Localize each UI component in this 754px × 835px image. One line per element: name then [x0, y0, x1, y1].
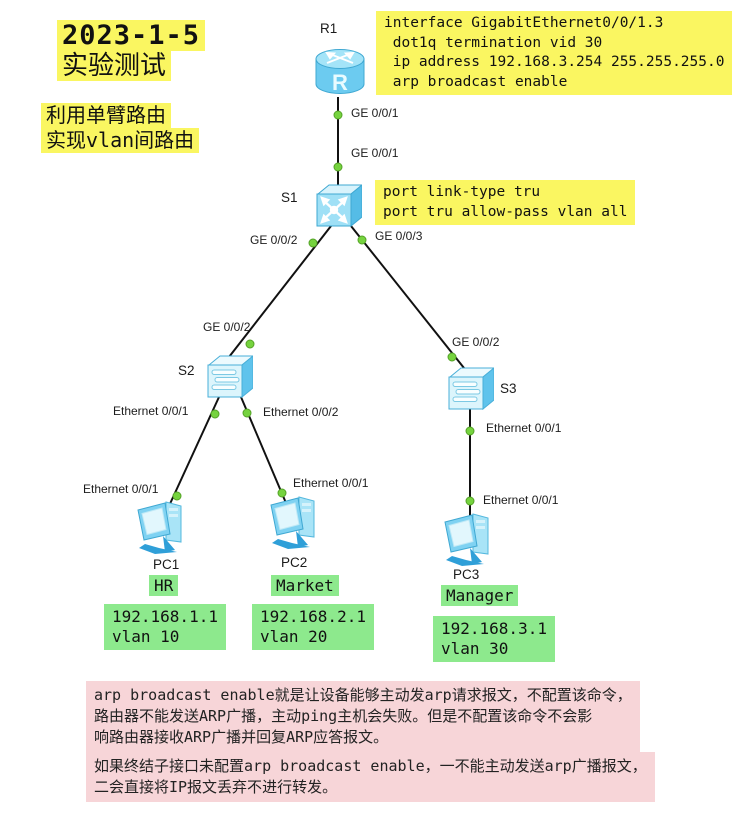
arp-note-line: 响路由器接收ARP广播并回复ARP应答报文。: [94, 728, 389, 746]
port-label-s1-ge003: GE 0/0/3: [375, 229, 423, 243]
title-date: 2023-1-5: [57, 20, 206, 51]
router-config-line: ip address 192.168.3.254 255.255.255.0: [384, 54, 725, 70]
router-config-line: dot1q termination vid 30: [384, 34, 603, 51]
switch3-label: S3: [500, 381, 517, 396]
arp-note-line: 路由器不能发送ARP广播，主动ping主机会失败。但是不配置该命令不会影: [94, 707, 593, 725]
port-label-s1-ge001: GE 0/0/1: [351, 146, 399, 160]
vlan-id: vlan 20: [260, 627, 328, 646]
switch1-label: S1: [281, 190, 298, 205]
port-dot: [447, 352, 457, 362]
port-dot: [357, 235, 367, 245]
port-dot: [277, 488, 287, 498]
port-dot: [172, 491, 182, 501]
subtitle-line1: 利用单臂路由: [41, 103, 171, 128]
switch-config-line: port tru allow-pass vlan all: [383, 203, 628, 220]
vlan-id: vlan 10: [112, 627, 180, 646]
pc3-icon[interactable]: [442, 510, 494, 568]
pc1-icon[interactable]: [135, 498, 187, 556]
port-label-pc1-eth: Ethernet 0/0/1: [83, 482, 159, 496]
port-label-s2-eth1: Ethernet 0/0/1: [113, 404, 189, 418]
switch-config-line: port link-type tru: [383, 184, 541, 200]
router-label: R1: [320, 21, 338, 36]
port-label-s1-ge002: GE 0/0/2: [250, 233, 298, 247]
ip-address: 192.168.2.1: [260, 607, 366, 626]
port-label-s2-uplink: GE 0/0/2: [203, 320, 251, 334]
subif-note-line: 二会直接将IP报文丢弃不进行转发。: [94, 778, 338, 796]
svg-text:R: R: [332, 70, 348, 95]
arp-broadcast-note: arp broadcast enable就是让设备能够主动发arp请求报文，不配…: [86, 681, 640, 752]
vlan-badge-manager: Manager: [441, 585, 519, 606]
switch2-label: S2: [178, 363, 195, 378]
vlan-badge-market: Market: [271, 575, 339, 596]
port-dot: [245, 339, 255, 349]
subtitle-line2: 实现vlan间路由: [41, 128, 200, 153]
port-dot: [308, 238, 318, 248]
link-s1-s2: [228, 225, 332, 358]
ip-box-pc1: 192.168.1.1 vlan 10: [104, 604, 226, 650]
pc1-label: PC1: [153, 557, 180, 572]
ip-box-pc3: 192.168.3.1 vlan 30: [433, 616, 555, 662]
subinterface-note: 如果终结子接口未配置arp broadcast enable，一不能主动发送ar…: [86, 752, 655, 802]
title-text: 实验测试: [57, 51, 172, 81]
port-dot: [333, 162, 343, 172]
router-config-line: arp broadcast enable: [384, 73, 568, 90]
router-config-note: interface GigabitEthernet0/0/1.3 dot1q t…: [376, 11, 733, 95]
pc3-label: PC3: [453, 567, 480, 582]
port-dot: [333, 110, 343, 120]
port-dot: [210, 409, 220, 419]
title-block: 2023-1-5 实验测试: [57, 20, 206, 81]
port-dot: [465, 496, 475, 506]
port-dot: [465, 426, 475, 436]
port-dot: [242, 408, 252, 418]
subif-note-line: 如果终结子接口未配置arp broadcast enable，一不能主动发送ar…: [94, 757, 647, 775]
port-label-s2-eth2: Ethernet 0/0/2: [263, 405, 339, 419]
port-label-r1-ge001: GE 0/0/1: [351, 106, 399, 120]
router-config-line: interface GigabitEthernet0/0/1.3: [384, 15, 664, 31]
switch-config-note: port link-type tru port tru allow-pass v…: [375, 180, 636, 225]
link-s1-s3: [350, 225, 465, 369]
switch3-icon[interactable]: [448, 366, 494, 410]
router-icon[interactable]: R: [314, 46, 366, 98]
pc2-label: PC2: [281, 555, 308, 570]
port-label-s3-eth1: Ethernet 0/0/1: [486, 421, 562, 435]
switch2-icon[interactable]: [207, 354, 253, 398]
subtitle-block: 利用单臂路由 实现vlan间路由: [41, 103, 200, 153]
arp-note-line: arp broadcast enable就是让设备能够主动发arp请求报文，不配…: [94, 686, 632, 704]
ip-address: 192.168.1.1: [112, 607, 218, 626]
port-label-pc2-eth: Ethernet 0/0/1: [293, 476, 369, 490]
switch1-icon[interactable]: [316, 183, 362, 227]
vlan-badge-hr: HR: [149, 575, 179, 596]
vlan-id: vlan 30: [441, 639, 509, 658]
port-label-s3-uplink: GE 0/0/2: [452, 335, 500, 349]
ip-box-pc2: 192.168.2.1 vlan 20: [252, 604, 374, 650]
ip-address: 192.168.3.1: [441, 619, 547, 638]
pc2-icon[interactable]: [268, 493, 320, 551]
port-label-pc3-eth: Ethernet 0/0/1: [483, 493, 559, 507]
